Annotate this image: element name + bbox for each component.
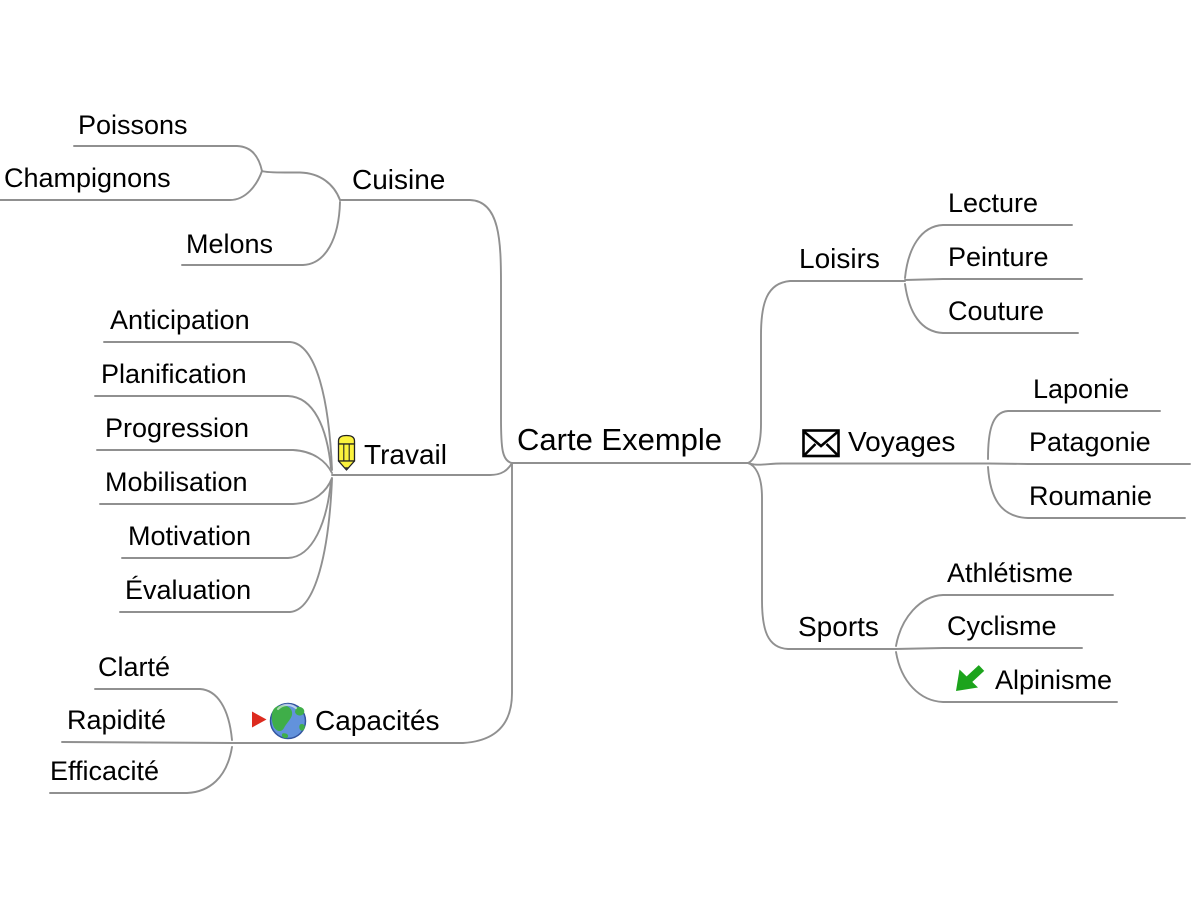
node-peinture[interactable]: Peinture [948,242,1049,272]
node-travail[interactable]: Travail [364,439,447,470]
node-voyages[interactable]: Voyages [848,426,955,457]
node-planification[interactable]: Planification [101,359,247,389]
pencil-icon [337,434,356,471]
node-root[interactable]: Carte Exemple [517,422,722,457]
edge-capacites [232,462,513,744]
node-motivation[interactable]: Motivation [128,521,251,551]
node-laponie[interactable]: Laponie [1033,374,1129,404]
node-athletisme[interactable]: Athlétisme [947,558,1073,588]
edge-loisirs [747,280,906,464]
node-capacites[interactable]: Capacités [315,705,440,736]
node-patagonie[interactable]: Patagonie [1029,427,1151,457]
node-melons[interactable]: Melons [186,229,273,259]
edge-lecture [904,224,1073,279]
edge-athletisme [895,594,1114,647]
node-lecture[interactable]: Lecture [948,188,1038,218]
edge-roumanie [987,466,1186,519]
node-cuisine[interactable]: Cuisine [352,164,445,195]
node-progression[interactable]: Progression [105,413,249,443]
edge-cuisine-bundle [261,170,341,201]
edge-efficacite [49,746,233,794]
node-anticipation[interactable]: Anticipation [110,305,250,335]
node-champignons[interactable]: Champignons [4,163,171,193]
edge-evaluation [119,478,333,613]
edge-peinture [904,278,1083,281]
edge-poissons [73,145,263,172]
edge-voyages [747,462,989,466]
edge-alpinisme [895,651,1118,703]
node-alpinisme[interactable]: Alpinisme [995,665,1112,695]
edge-planification [94,395,332,469]
edge-patagonie [987,462,1191,465]
node-clarte[interactable]: Clarté [98,652,170,682]
edge-clarte [94,688,233,741]
edge-melons [181,201,341,266]
node-rapidite[interactable]: Rapidité [67,705,166,735]
edge-progression [96,449,333,474]
node-evaluation[interactable]: Évaluation [125,575,251,605]
edge-cyclisme [894,647,1083,650]
node-couture[interactable]: Couture [948,296,1044,326]
envelope-icon [802,429,840,458]
edge-travail [331,462,513,476]
edge-motivation [121,480,332,559]
edge-cuisine [339,199,513,464]
node-labels: Carte Exemple Cuisine Poissons Champigno… [4,110,1152,786]
red-bullet-icon [252,711,267,728]
edge-rapidite [61,741,234,744]
edge-champignons [0,170,263,201]
edges [0,145,1191,794]
node-poissons[interactable]: Poissons [78,110,188,140]
node-loisirs[interactable]: Loisirs [799,243,880,274]
node-efficacite[interactable]: Efficacité [50,756,159,786]
edge-laponie [987,410,1161,460]
globe-icon [269,702,307,740]
node-mobilisation[interactable]: Mobilisation [105,467,248,497]
edge-sports [747,462,896,650]
node-sports[interactable]: Sports [798,611,879,642]
edge-couture [904,283,1079,334]
node-roumanie[interactable]: Roumanie [1029,481,1152,511]
node-cyclisme[interactable]: Cyclisme [947,611,1057,641]
green-arrow-icon [956,665,985,691]
edge-anticipation [103,341,333,471]
